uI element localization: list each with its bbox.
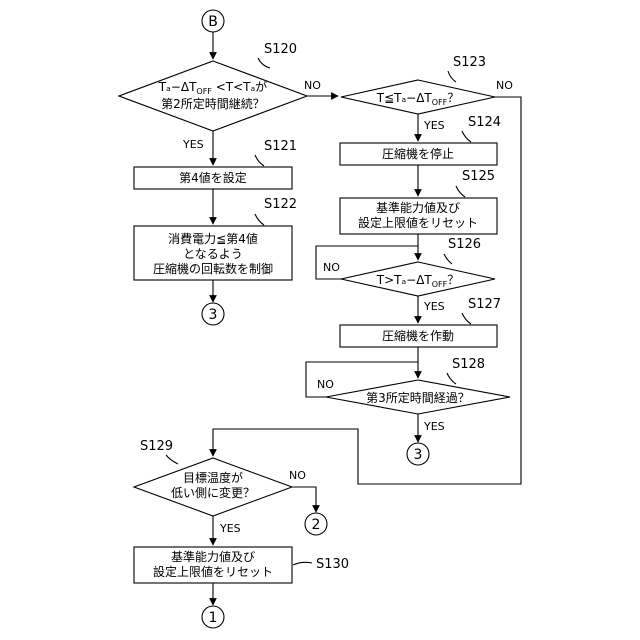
step-label-s126: S126 bbox=[448, 237, 481, 252]
branch-label-s129-yes: YES bbox=[219, 522, 241, 535]
step-label-s130: S130 bbox=[316, 557, 349, 572]
leader-s123 bbox=[448, 71, 456, 82]
branch-label-s129-no: NO bbox=[289, 469, 306, 482]
process-s122: 消費電力≦第4値 となるよう 圧縮機の回転数を制御 bbox=[134, 226, 292, 280]
flow-s129-no bbox=[292, 487, 316, 512]
step-label-s128: S128 bbox=[452, 357, 485, 372]
process-s121: 第4値を設定 bbox=[134, 167, 292, 189]
svg-text:1: 1 bbox=[209, 610, 218, 626]
process-s130: 基準能力値及び 設定上限値をリセット bbox=[134, 547, 292, 583]
svg-text:2: 2 bbox=[312, 517, 321, 533]
svg-text:圧縮機の回転数を制御: 圧縮機の回転数を制御 bbox=[153, 261, 273, 276]
connector-1: 1 bbox=[202, 606, 224, 628]
svg-text:T≦Tₐ−ΔTOFF？: T≦Tₐ−ΔTOFF？ bbox=[376, 91, 460, 107]
branch-label-s123-no: NO bbox=[496, 79, 513, 92]
leader-s126 bbox=[444, 254, 452, 264]
step-label-s123: S123 bbox=[453, 55, 486, 70]
step-label-s121: S121 bbox=[264, 139, 297, 154]
branch-label-s126-yes: YES bbox=[423, 300, 445, 313]
svg-text:目標温度が: 目標温度が bbox=[183, 470, 243, 485]
svg-text:圧縮機を作動: 圧縮機を作動 bbox=[382, 328, 454, 343]
leader-s121 bbox=[255, 155, 264, 166]
step-label-s120: S120 bbox=[264, 42, 297, 57]
svg-text:3: 3 bbox=[209, 307, 218, 323]
svg-text:第3所定時間経過？: 第3所定時間経過？ bbox=[366, 390, 470, 405]
leader-s125 bbox=[456, 186, 465, 197]
s120-condition-line1: Tₐ−ΔTOFF <T<Tₐが bbox=[158, 79, 267, 96]
s120-condition-line2: 第2所定時間継続？ bbox=[161, 96, 265, 111]
svg-text:設定上限値をリセット: 設定上限値をリセット bbox=[153, 564, 273, 579]
connector-b: B bbox=[202, 10, 224, 32]
leader-s128 bbox=[447, 373, 456, 384]
decision-s129: 目標温度が 低い側に変更？ bbox=[134, 458, 292, 516]
decision-s128: 第3所定時間経過？ bbox=[326, 380, 510, 414]
branch-label-s126-no: NO bbox=[323, 261, 340, 274]
leader-s127 bbox=[462, 313, 471, 324]
process-s124: 圧縮機を停止 bbox=[340, 143, 497, 165]
svg-text:圧縮機を停止: 圧縮機を停止 bbox=[382, 146, 454, 161]
decision-s120: Tₐ−ΔTOFF <T<Tₐが 第2所定時間継続？ bbox=[119, 61, 307, 131]
leader-s129 bbox=[166, 455, 178, 464]
connector-3-right: 3 bbox=[407, 443, 429, 465]
step-label-s124: S124 bbox=[468, 115, 501, 130]
branch-label-s128-yes: YES bbox=[423, 420, 445, 433]
svg-text:B: B bbox=[208, 14, 218, 30]
svg-text:基準能力値及び: 基準能力値及び bbox=[376, 200, 460, 215]
branch-label-s120-no: NO bbox=[304, 79, 321, 92]
leader-s124 bbox=[462, 131, 471, 142]
svg-text:設定上限値をリセット: 設定上限値をリセット bbox=[358, 215, 478, 230]
branch-label-s120-yes: YES bbox=[182, 138, 204, 151]
decision-s126: T>Tₐ−ΔTOFF？ bbox=[341, 262, 495, 296]
branch-label-s128-no: NO bbox=[317, 378, 334, 391]
branch-label-s123-yes: YES bbox=[423, 119, 445, 132]
process-s127: 圧縮機を作動 bbox=[340, 325, 497, 347]
svg-text:低い側に変更？: 低い側に変更？ bbox=[171, 485, 255, 500]
svg-text:となるよう: となるよう bbox=[183, 247, 243, 261]
svg-text:3: 3 bbox=[414, 447, 423, 463]
connector-2: 2 bbox=[305, 513, 327, 535]
svg-text:T>Tₐ−ΔTOFF？: T>Tₐ−ΔTOFF？ bbox=[376, 273, 460, 289]
connector-3-left: 3 bbox=[202, 303, 224, 325]
process-s125: 基準能力値及び 設定上限値をリセット bbox=[340, 198, 497, 234]
svg-text:消費電力≦第4値: 消費電力≦第4値 bbox=[168, 231, 258, 246]
step-label-s127: S127 bbox=[468, 297, 501, 312]
step-label-s125: S125 bbox=[462, 169, 495, 184]
leader-s122 bbox=[255, 214, 264, 225]
step-label-s122: S122 bbox=[264, 197, 297, 212]
svg-text:基準能力値及び: 基準能力値及び bbox=[171, 549, 255, 564]
decision-s123: T≦Tₐ−ΔTOFF？ bbox=[341, 80, 495, 114]
leader-s130 bbox=[293, 562, 312, 565]
svg-text:第4値を設定: 第4値を設定 bbox=[179, 170, 247, 185]
leader-s120 bbox=[258, 58, 270, 68]
step-label-s129: S129 bbox=[140, 439, 173, 454]
